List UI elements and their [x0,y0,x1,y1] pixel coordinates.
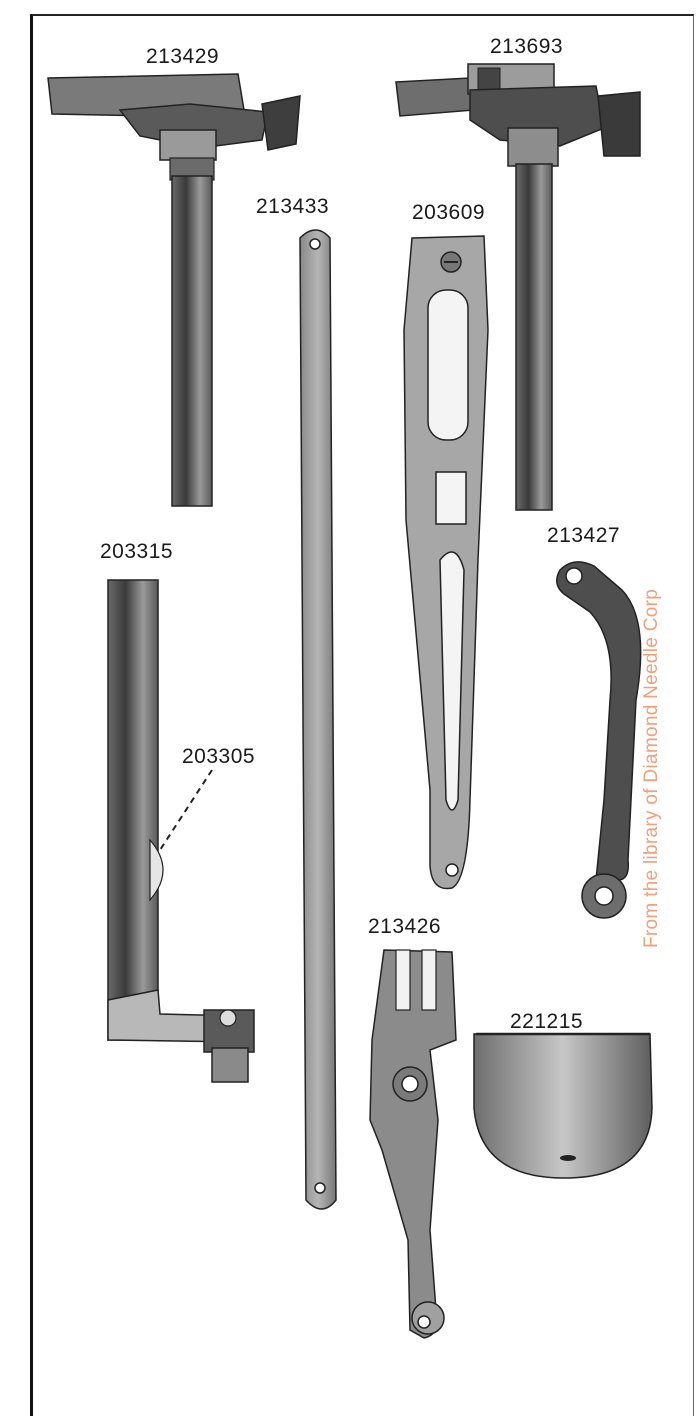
part-number-213429: 213429 [146,45,220,68]
part-number-203315: 203315 [100,540,174,563]
part-number-213693: 213693 [490,35,564,58]
part-number-203305: 203305 [182,745,256,768]
part-221215-drawing [473,1032,653,1179]
part-number-213433: 213433 [256,195,330,218]
part-number-203609: 203609 [412,201,486,224]
part-213427-drawing [556,561,642,919]
part-213429-drawing [47,73,301,507]
page-frame [30,14,694,1416]
part-213426-drawing [369,949,457,1339]
part-203609-drawing [403,235,489,890]
part-number-213427: 213427 [547,524,621,547]
watermark-text: From the library of Diamond Needle Corp [641,588,662,948]
part-number-213426: 213426 [368,915,442,938]
part-213433-drawing [299,229,337,1210]
part-203305-leader [159,769,213,851]
part-203315-drawing [107,579,255,1083]
part-number-221215: 221215 [510,1010,584,1033]
part-213693-drawing [395,63,641,511]
